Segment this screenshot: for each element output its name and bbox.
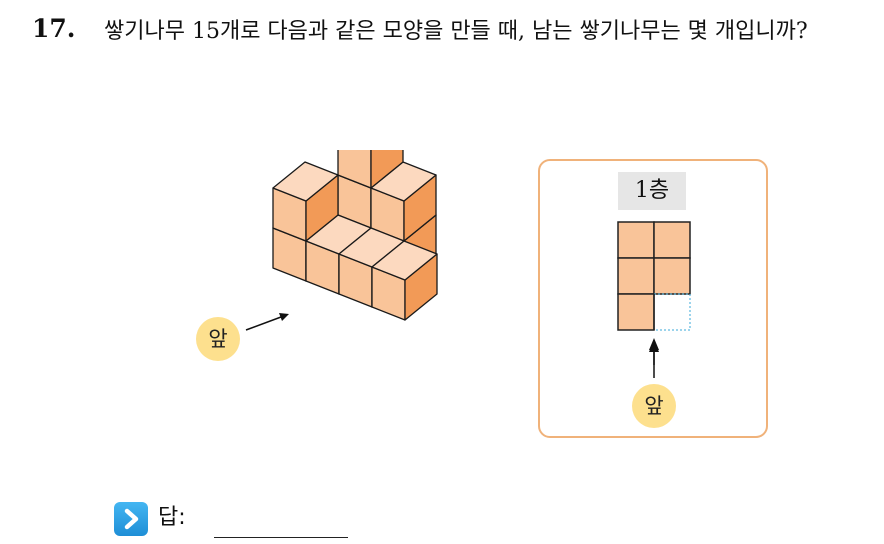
layer-plan-grid: [617, 221, 691, 365]
front-arrow-line: [245, 316, 282, 331]
layer-plan-panel: [538, 159, 768, 438]
question-number: 17.: [32, 14, 76, 43]
plan-empty-cell: [653, 293, 691, 331]
cube-stack-figure: [245, 150, 438, 331]
layer-plan-arrow: [649, 338, 659, 378]
plan-cell: [653, 221, 691, 259]
plan-cell: [617, 293, 655, 331]
front-arrow-head: [279, 313, 289, 321]
cube: [272, 161, 339, 242]
chevron-right-icon: [114, 502, 148, 536]
plan-cell: [617, 257, 655, 295]
answer-label: 답:: [158, 505, 186, 530]
plan-cell: [617, 221, 655, 259]
cube: [337, 150, 404, 189]
question-text: 쌓기나무 15개로 다음과 같은 모양을 만들 때, 남는 쌓기나무는 몇 개입…: [104, 19, 808, 44]
layer-label: 1층: [618, 172, 686, 210]
plan-cells: [617, 221, 691, 331]
front-label-badge: 앞: [196, 317, 240, 361]
answer-input-line[interactable]: [214, 537, 348, 538]
cube: [370, 161, 437, 242]
cube: [371, 240, 438, 321]
plan-cell: [653, 257, 691, 295]
plan-front-label-badge: 앞: [632, 384, 676, 428]
